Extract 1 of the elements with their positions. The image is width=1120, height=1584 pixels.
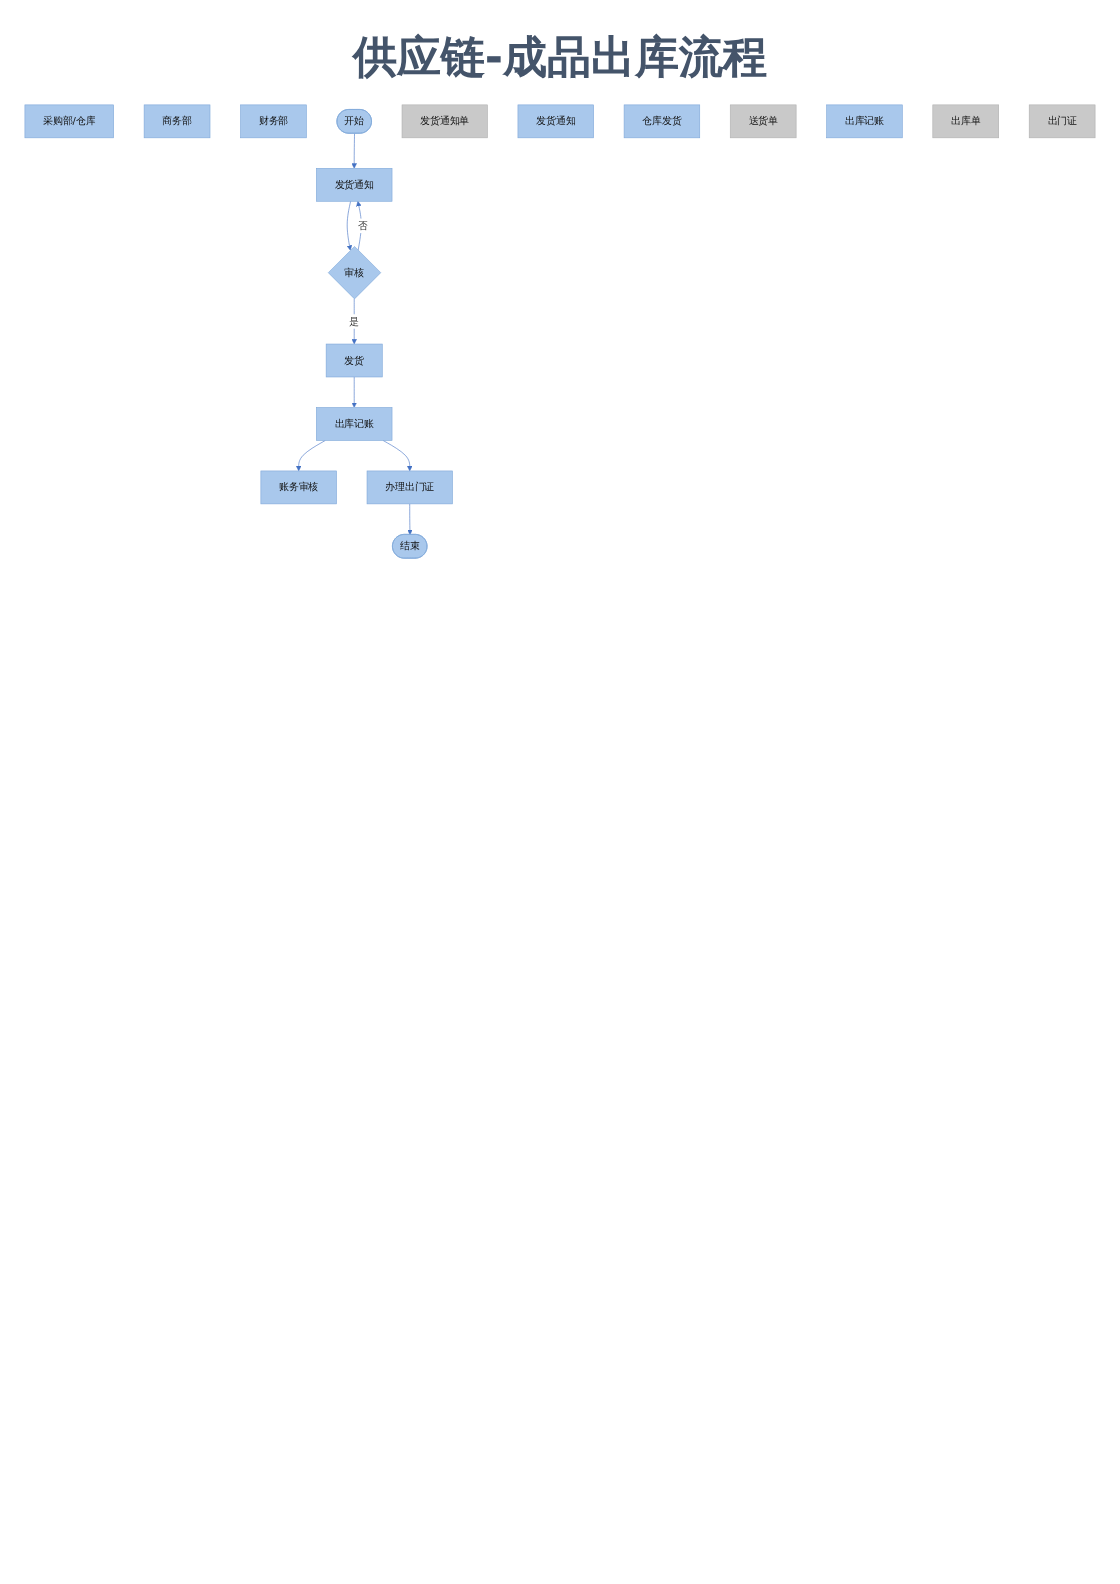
diagram-title: 供应链-成品出库流程 [350, 31, 770, 88]
